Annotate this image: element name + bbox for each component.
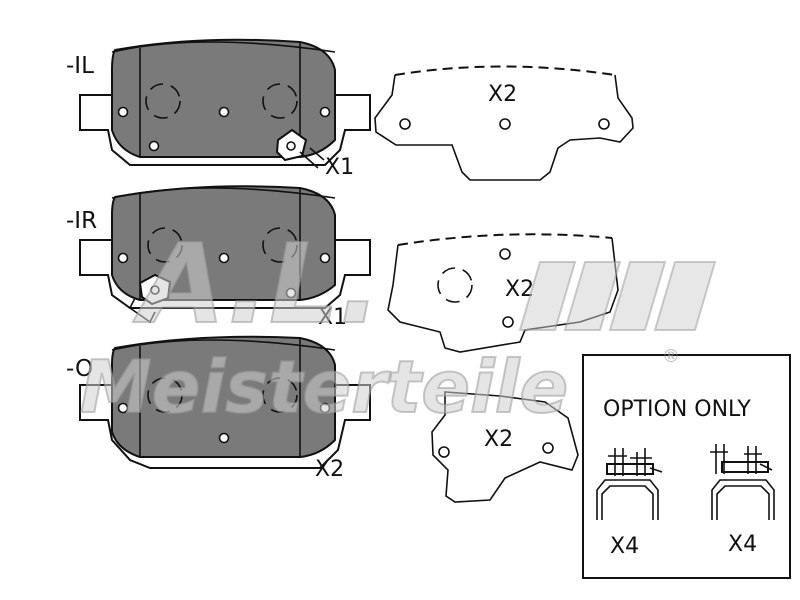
pad-code-o: -O: [66, 356, 93, 382]
pad-code-il: -IL: [66, 53, 94, 79]
watermark-name: Meisterteile: [80, 345, 568, 429]
clip-qty-left: X4: [610, 534, 639, 559]
clip-left-icon: [596, 448, 663, 520]
brake-pad-inner-left: [79, 38, 371, 169]
shim-upper: [374, 65, 634, 181]
watermark-stripes: [518, 261, 717, 331]
watermark-brand: A.L.: [132, 220, 381, 348]
watermark-registered: ®: [662, 346, 680, 367]
pad-qty-ir: X1: [318, 305, 347, 330]
pad-qty-il: X1: [325, 155, 354, 180]
brake-pad-inner-right: [79, 185, 371, 324]
shim-lower: [431, 391, 579, 503]
shim-qty-lower: X2: [484, 427, 513, 452]
watermark: A.L. Meisterteile ®: [79, 219, 717, 430]
pad-code-ir: -IR: [66, 208, 97, 234]
option-box-title: OPTION ONLY: [603, 397, 751, 422]
shim-qty-upper: X2: [488, 82, 517, 107]
clip-right-icon: [710, 444, 775, 520]
shim-middle: [387, 233, 619, 353]
clip-qty-right: X4: [728, 532, 757, 557]
brake-pad-outer: [79, 335, 371, 469]
pad-qty-o: X2: [315, 457, 344, 482]
